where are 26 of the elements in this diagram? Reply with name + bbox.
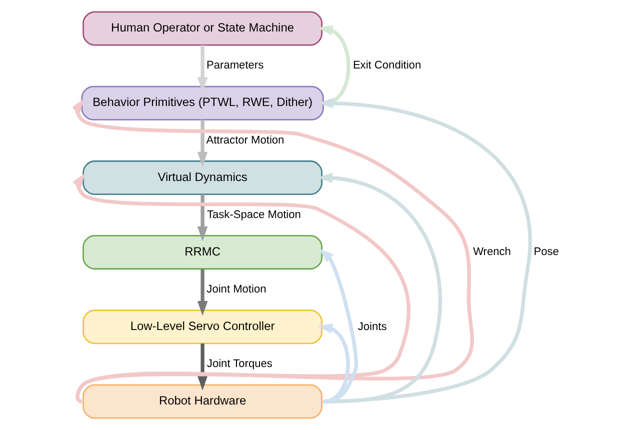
node-box: RRMC [82,235,322,270]
edge-label: Joints [358,320,387,333]
edge-label: Pose [534,246,559,258]
arrow [318,98,532,404]
edge-label: Wrench [473,246,511,258]
edge-label: Exit Condition [352,60,422,72]
edge-label: Task-Space Motion [206,208,301,221]
arrow [318,248,358,404]
arrow [318,324,350,404]
arrow [73,98,474,402]
edge-label: Attractor Motion [206,134,284,146]
arrow [197,120,208,167]
node-box: Human Operator or State Machine [82,11,322,46]
edge-label: Parameters [206,60,264,72]
arrow [197,45,208,92]
arrow [73,173,410,403]
arrow [197,194,208,242]
node-box: Low-Level Servo Controller [82,310,322,344]
arrow [197,344,208,390]
node-box: Virtual Dynamics [82,160,322,195]
arrow [318,172,442,404]
edge-label: Joint Motion [206,283,266,296]
arrow [197,269,208,316]
edge-label: Joint Torques [206,358,272,370]
node-box: Behavior Primitives (PTWL, RWE, Dither) [81,86,324,120]
node-box: Robot Hardware [82,384,322,419]
